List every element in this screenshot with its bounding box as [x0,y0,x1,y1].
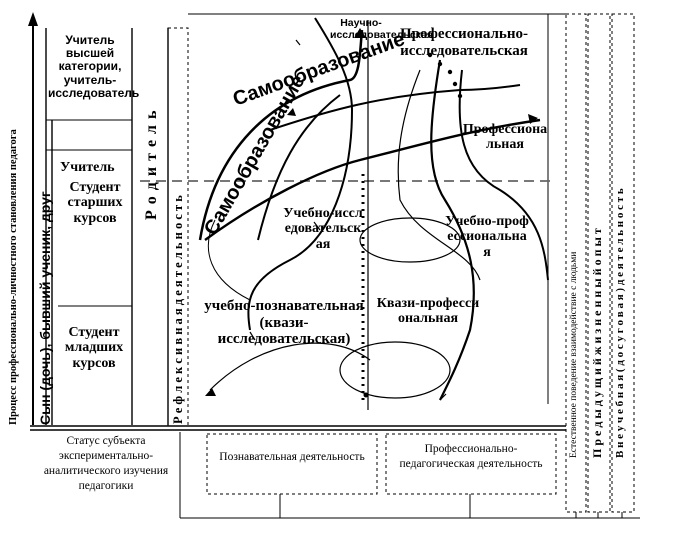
small-arrow-4 [439,393,447,401]
family-roles-label: Сын (дочь), бывший ученик, друг [37,191,53,425]
dot-3 [447,69,453,75]
self-education-curve [198,29,364,241]
status-subject-label: Статус субъекта экспериментально-аналити… [43,435,169,492]
prof-ped-activity-label: Профессионально-педагогическая деятельно… [399,443,543,470]
small-arrow-1 [295,39,301,46]
axis-title: Процесс профессионально-личностного стан… [8,129,19,425]
stage-junior-students: Студент младших курсов [64,325,124,371]
dot-2 [437,61,443,67]
professional-outer-curve [458,69,549,281]
parent-label: Р о д и т е л ь [143,109,160,220]
reflexive-label: Р е ф л е к с и в н а я д е я т е л ь н … [171,195,185,424]
cognitive-activity-box [206,433,378,495]
arrow-head-right [528,114,538,124]
small-arrow-2 [313,221,321,231]
extracurricular-label: В н е у ч е б н а я ( д о с у г о в а я … [614,188,626,458]
axis-arrowhead [28,12,38,26]
label-quasi-professional: Квази-профессиональная [376,296,480,327]
label-educational-cognitive: учебно-познавательная (квази-исследовате… [204,298,364,347]
loop-educational-professional [359,217,461,263]
extracurricular-box [611,13,635,513]
arrow-head-mid [287,108,296,116]
previous-experience-label: П р е д ы д у щ и й ж и з н е н н ы й о … [590,228,604,458]
dot-6 [363,392,369,398]
arrow-head-bottom-left [205,388,216,396]
cognitive-activity-label: Познавательная деятельность [219,451,365,463]
dot-1 [427,52,433,58]
left-loop-curve [207,219,251,301]
professional-sweep-curve [269,84,521,131]
main-sweep-curve [204,118,541,241]
thin-curve-1 [397,69,481,281]
inner-curve-1 [257,94,341,241]
dot-4 [452,81,458,87]
label-scientific-research: Научно-исследовательская [330,17,433,41]
label-educational-professional: Учебно-профессиональная [445,214,529,260]
stage-teacher: Учитель [60,160,115,175]
natural-behavior-label: Естественное поведение взаимодействие с … [569,251,579,458]
arrow-head-top [354,28,366,38]
small-arrow-3 [249,331,256,341]
loop-quasi-professional [339,341,451,399]
label-educational-research: Учебно-исследовательская [283,206,363,252]
cognitive-loop-curve [209,342,371,391]
previous-experience-box [587,13,611,513]
stage-teacher-highest: Учитель высшей категории, учитель-исслед… [48,33,140,100]
prof-ped-activity-box [385,433,557,495]
professional-right-curve [430,59,475,401]
label-professional-research: Профессионально-исследовательская [400,26,528,59]
stage-senior-students: Студент старших курсов [67,180,123,226]
dot-5 [457,93,463,99]
label-professional: Профессиональная [462,122,548,153]
research-curve [247,17,354,331]
